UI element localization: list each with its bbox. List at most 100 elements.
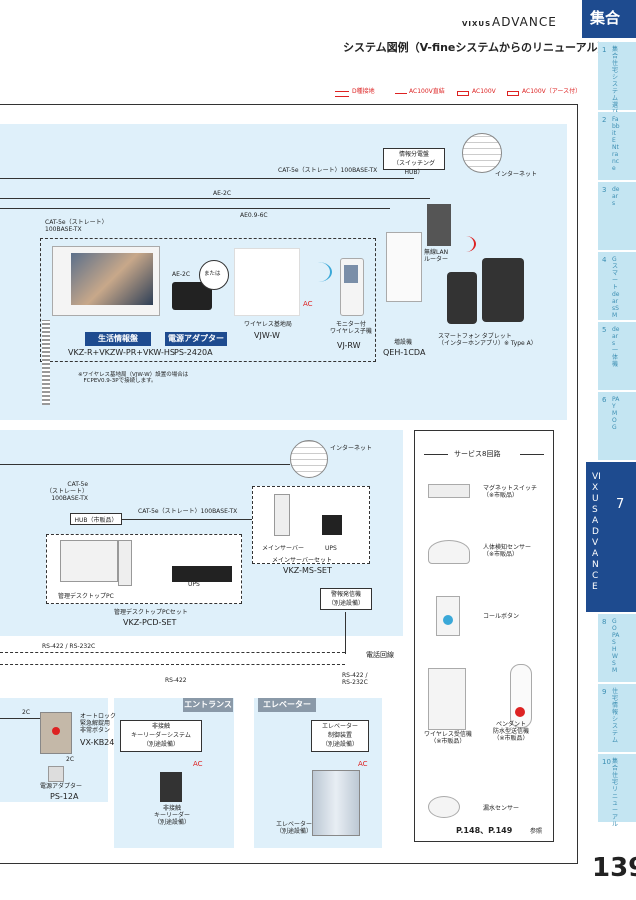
wireless-base-label: ワイヤレス基地局 (244, 321, 292, 328)
smartphone-label: スマートフォン タブレット （インターホンアプリ）※ Type A） (438, 333, 537, 347)
or-circle: または (199, 260, 229, 290)
tab-number: 10 (602, 758, 611, 766)
wireless-waves-icon (304, 262, 332, 282)
tab-number: 5 (602, 326, 607, 334)
service-item: マグネットスイッチ （※市販品） (483, 485, 538, 499)
elevator-car-label: エレベーター （別途設備） (276, 821, 313, 835)
smartphone-image (447, 272, 477, 324)
service-item: 人体検知センサー （※市販品） (483, 544, 532, 558)
rs422-label: RS-422 (165, 677, 187, 684)
frame-bottom (0, 863, 578, 864)
server-group (252, 486, 370, 564)
service-item: 漏水センサー (483, 805, 520, 812)
rs422-232-label: RS-422 / RS-232C (342, 672, 368, 686)
tab-number: 9 (602, 688, 607, 696)
tablet-image (482, 258, 524, 322)
call-button (443, 615, 453, 625)
intercom-model: QEH-1CDA (383, 348, 426, 357)
tab-number: 1 (602, 46, 607, 54)
cable-label: CAT-5e（ストレート）100BASE-TX (278, 167, 378, 174)
adapter-model: PS-2420A (174, 348, 213, 357)
ups-image (322, 515, 342, 535)
side-tab-6[interactable]: 6 PAYMOG (598, 392, 636, 460)
handset-image (340, 258, 364, 316)
legend-item: AC100V直結 (409, 88, 445, 95)
server-set-label: メインサーバーセット (272, 557, 332, 564)
rs-label: RS-422 / RS-232C (42, 643, 96, 650)
rs-line-2 (0, 664, 345, 666)
tab-number: 6 (602, 396, 607, 404)
tab-label: 集合住宅リニューアル (612, 758, 619, 828)
internet-label: インターネット (495, 171, 538, 178)
frame-top (0, 104, 578, 105)
adapter-model: PS-12A (50, 792, 79, 801)
adapter-label: 電源アダプター (40, 783, 83, 790)
cable-2c-label: 2C (22, 709, 31, 716)
cable-middle (0, 464, 290, 465)
cable-2c-label: 2C (66, 756, 75, 763)
legend-item: AC100V (472, 88, 496, 95)
wireless-base-model: VJW-W (254, 331, 280, 340)
autolock-model: VX-KB24 (80, 738, 115, 747)
cable-label: AE0.9-6C (240, 212, 268, 219)
elevator-car-image (312, 770, 360, 836)
screen (71, 253, 153, 305)
page-ref[interactable]: P.148、P.149 (456, 826, 513, 835)
frame-right (577, 104, 578, 864)
autolock-button-image (40, 712, 72, 754)
cable-label: CAT-5e（ストレート）100BASE-TX (138, 508, 238, 515)
coiled-cord (42, 320, 50, 405)
side-tab-4[interactable]: 4 GスマートdearsSM (598, 252, 636, 320)
service-title: サービス8回路 (454, 450, 501, 458)
side-tab-1[interactable]: 1集合住宅システム選び方ガイド (598, 42, 636, 144)
tab-label: VIXUS ADVANCE (592, 472, 601, 592)
server-set-model: VKZ-MS-SET (283, 566, 332, 575)
divider (520, 454, 544, 455)
tab-number: 2 (602, 116, 607, 124)
brand-prefix: VIXUS (462, 20, 492, 28)
pc-set-label: 管理デスクトップPCセット (114, 609, 188, 616)
cable-label: CAT-5e（ストレート） 100BASE-TX (45, 219, 108, 233)
ac-label: AC (358, 760, 368, 768)
service-item: コールボタン (483, 613, 520, 620)
living-panel-image (52, 246, 160, 316)
pc-tower-image (118, 540, 132, 586)
keyreader-image (160, 772, 182, 802)
tab-label: GスマートdearsSM (612, 256, 620, 319)
internet-label: インターネット (330, 445, 373, 452)
keyreader-label: 非接触 キーリーダー （別途設備） (154, 805, 191, 826)
note: ※ワイヤレス基地局（VJW-W）設置の場合は FCPEV0.9-3Pで接続します… (78, 372, 189, 385)
monitor-label: モニター付 ワイヤレス子機 (330, 321, 372, 335)
plug-ground-icon (507, 91, 519, 96)
page-number: 139 (592, 853, 636, 883)
elevator-tag: エレベーター (258, 698, 316, 712)
ups-label: UPS (188, 581, 200, 588)
motion-sensor-image (428, 540, 470, 564)
hub-label: 情報分電盤 （スイッチングHUB） (383, 148, 445, 176)
tab-number: 3 (602, 186, 607, 194)
autolock-label: オートロック 緊急解錠用 非常ボタン (80, 713, 117, 734)
pendant-image (510, 664, 532, 728)
cable-ae2c (0, 198, 430, 199)
tab-label: GOPASH WSM (612, 618, 620, 674)
cable-label: AE-2C (213, 190, 232, 197)
cable-label: AE-2C (172, 271, 191, 278)
ac-label: AC (303, 300, 313, 308)
side-tab-7[interactable]: VIXUS ADVANCE 7 (586, 462, 636, 612)
pc-monitor-image (60, 540, 118, 582)
wireless-base-image (234, 248, 300, 316)
router-label: 無線LAN ルーター (424, 249, 449, 263)
alarm-label: 警報発信機 （別途設備） (320, 588, 372, 610)
tab-number: 4 (602, 256, 607, 264)
cable-cat5e-top (0, 178, 414, 179)
signal-icon (456, 236, 476, 252)
tab-label: PAYMOG (612, 396, 620, 431)
wireless-receiver-image (428, 668, 466, 730)
service-item: ワイヤレス受信機 （※市販品） (424, 731, 472, 745)
